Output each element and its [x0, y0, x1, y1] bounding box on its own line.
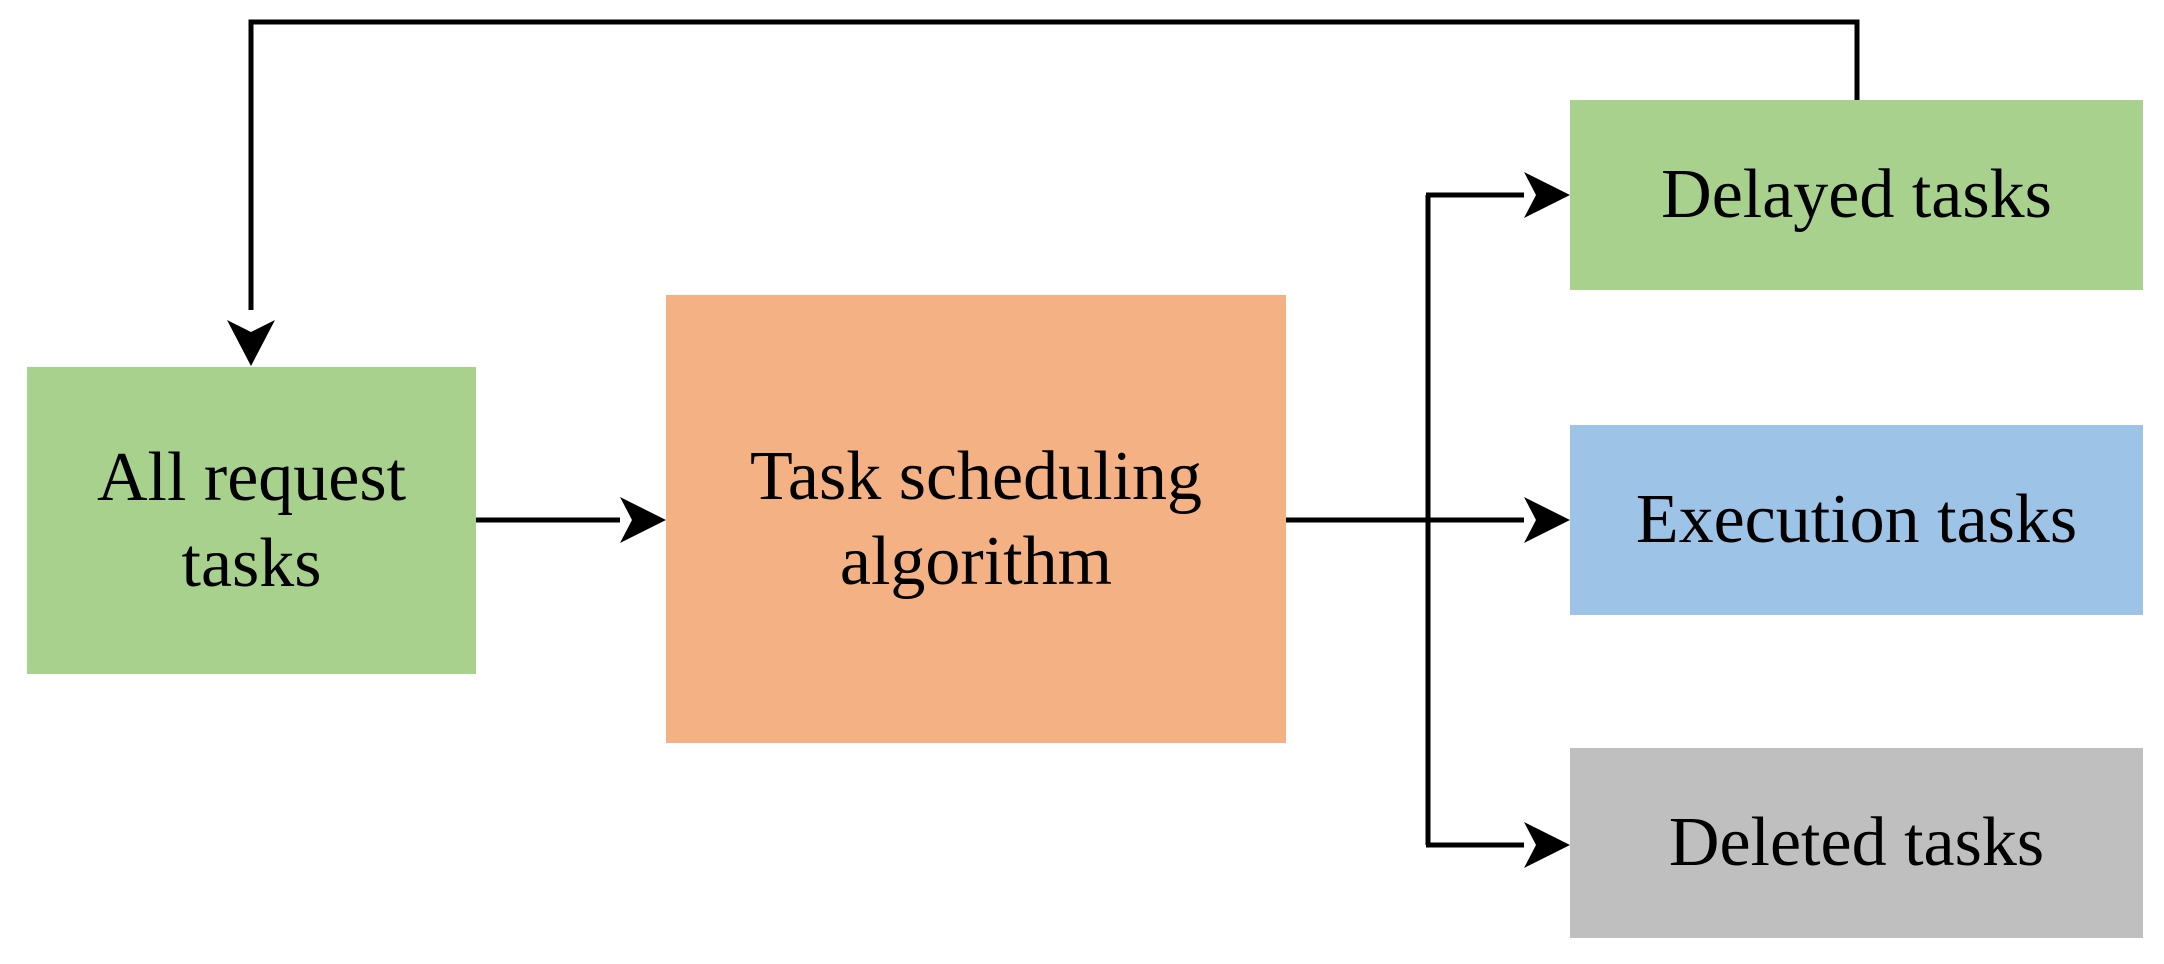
all-request-tasks-label-line2: tasks [181, 524, 322, 602]
deleted-tasks-node: Deleted tasks [1570, 748, 2143, 938]
feedback-arrow [248, 19, 1860, 310]
all-request-tasks-label-line1: All request [96, 439, 407, 517]
task-scheduling-label-line2: algorithm [839, 523, 1113, 600]
delayed-tasks-node: Delayed tasks [1570, 100, 2143, 290]
deleted-tasks-label: Deleted tasks [1668, 804, 2045, 882]
branch-deleted-arrowhead [1524, 822, 1570, 868]
task-scheduling-node: Task scheduling algorithm [666, 295, 1286, 743]
branch-execution-arrowhead [1524, 497, 1570, 543]
execution-tasks-node: Execution tasks [1570, 425, 2143, 615]
all-request-tasks-node: All request tasks [27, 367, 476, 674]
feedback-arrowhead [227, 320, 275, 366]
delayed-tasks-label: Delayed tasks [1661, 156, 2052, 234]
task-scheduling-label-line1: Task scheduling [750, 437, 1202, 515]
branch-delayed-arrowhead [1524, 172, 1570, 218]
input-arrowhead [620, 497, 666, 543]
execution-tasks-label: Execution tasks [1635, 481, 2078, 559]
